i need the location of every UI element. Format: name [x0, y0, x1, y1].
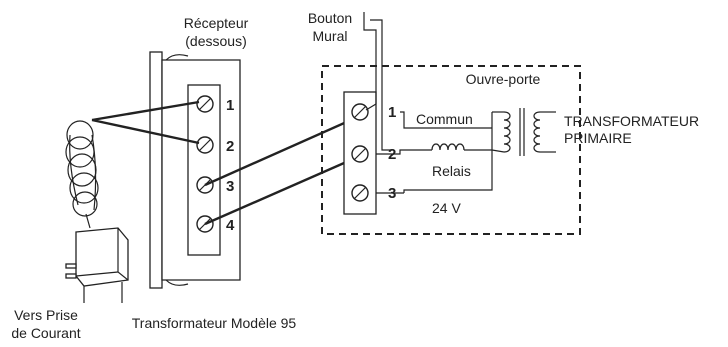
wire-common: [400, 111, 492, 129]
screw-slot: [353, 105, 367, 119]
receiver-label-line1: Récepteur: [184, 15, 249, 31]
receiver-label-line2: (dessous): [185, 33, 246, 49]
opener-dashed-boundary: [321, 65, 581, 235]
opener-terminal-label: 1: [388, 104, 396, 121]
transformer-primary-label-line1: TRANSFORMATEUR: [564, 113, 699, 129]
primary-coil-icon: [533, 111, 541, 153]
receiver-bottom-hinge: [165, 279, 189, 286]
screw-slot: [353, 147, 367, 161]
receiver-top-hinge: [165, 54, 189, 61]
wire-receiver-1: [91, 100, 200, 122]
screw-slot: [198, 97, 212, 111]
wire-24v: [403, 150, 493, 193]
wire-receiver3-to-opener1: [204, 114, 361, 187]
outlet-label-line2: de Courant: [11, 325, 80, 341]
receiver-terminal-label: 2: [226, 138, 234, 155]
receiver-terminal-label: 4: [226, 217, 235, 234]
wall-button-label-line2: Mural: [312, 28, 347, 44]
wall-button-wire-b: [370, 19, 392, 151]
receiver-terminal-label: 3: [226, 178, 234, 195]
receiver-unit: 1 2 3 4 Récepteur (dessous): [149, 15, 249, 289]
wall-button-wire-a-end: [365, 103, 377, 111]
coiled-cord-icon: [65, 120, 99, 229]
secondary-coil-icon: [491, 111, 511, 153]
common-label: Commun: [416, 111, 473, 127]
outlet-label-line1: Vers Prise: [14, 307, 78, 323]
wire-receiver-2: [91, 118, 200, 145]
receiver-terminal-label: 1: [226, 97, 234, 114]
plug-prongs-icon: [65, 263, 77, 279]
opener-terminal-1: 1: [351, 103, 396, 121]
relay-label: Relais: [432, 163, 471, 179]
receiver-terminal-1: 1: [196, 95, 234, 114]
transformer-edge: [75, 271, 119, 277]
voltage-label: 24 V: [432, 200, 461, 216]
screw-slot: [198, 138, 212, 152]
transformer-primary-label-line2: PRIMAIRE: [564, 130, 632, 146]
garage-door-opener: Ouvre-porte 1 2 3: [321, 65, 581, 235]
receiver-terminal-2: 2: [196, 136, 234, 155]
model-transformer-label: Transformateur Modèle 95: [132, 315, 297, 331]
wall-button-wire-a: [363, 12, 377, 104]
wall-button-leads: Bouton Mural: [308, 10, 392, 151]
relay-coil-icon: [431, 143, 465, 151]
wall-button-label-line1: Bouton: [308, 10, 352, 26]
opener-label: Ouvre-porte: [466, 71, 541, 87]
model-95-transformer: Vers Prise de Courant Transformateur Mod…: [11, 100, 297, 341]
receiver-mount-plate: [149, 51, 163, 289]
screw-slot: [353, 186, 367, 200]
wire-receiver4-to-opener2: [204, 154, 361, 226]
wire-relay-in: [376, 149, 432, 155]
transformer-body: [75, 227, 129, 287]
